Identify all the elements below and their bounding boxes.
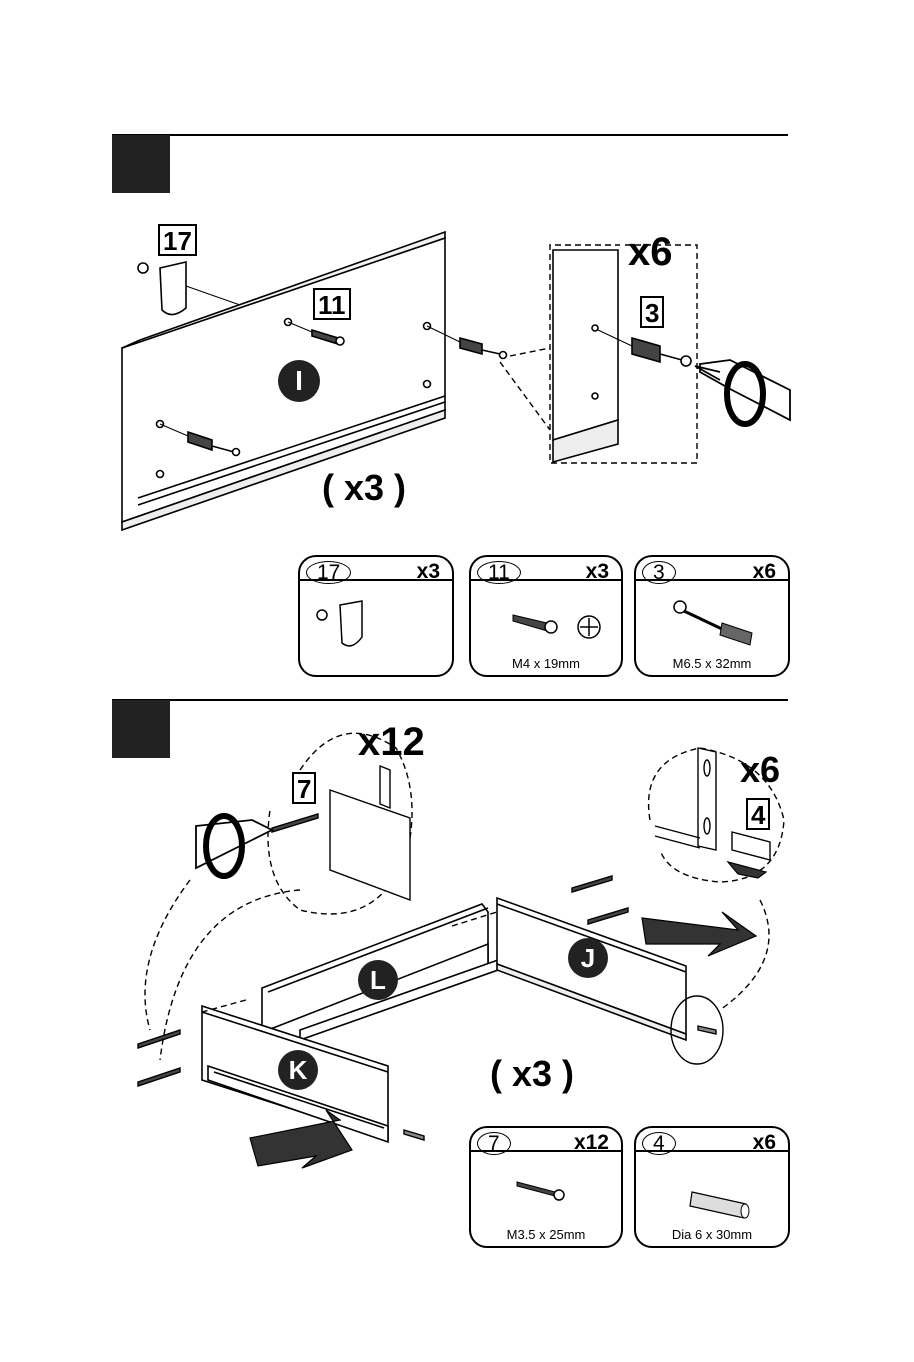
part-number-7: 7 <box>477 1132 511 1155</box>
screw-detail-panel <box>330 766 410 900</box>
panel-letter-l: L <box>358 960 398 1000</box>
detail-multiplier-x6-dowel: x6 <box>740 752 780 788</box>
panel-letter-j-text: J <box>581 943 595 973</box>
screwdriver-step2 <box>196 816 272 876</box>
step2-assembly-count: ( x3 ) <box>490 1056 574 1092</box>
card-divider <box>471 1150 621 1152</box>
dowel-icon <box>686 1182 756 1222</box>
label-screw-7: 7 <box>292 772 316 804</box>
panel-letter-j: J <box>568 938 608 978</box>
panel-letter-l-text: L <box>370 965 386 995</box>
part-spec-4: Dia 6 x 30mm <box>636 1227 788 1242</box>
part-number-4: 4 <box>642 1132 676 1155</box>
callout-lines <box>145 733 784 1060</box>
part-spec-7: M3.5 x 25mm <box>471 1227 621 1242</box>
part-card-7: 7 x12 M3.5 x 25mm <box>469 1126 623 1248</box>
part-card-4: 4 x6 Dia 6 x 30mm <box>634 1126 790 1248</box>
detail-multiplier-x12: x12 <box>358 722 425 762</box>
panel-letter-k-text: K <box>289 1055 308 1085</box>
panel-letter-k: K <box>278 1050 318 1090</box>
card-divider <box>636 1150 788 1152</box>
wood-screw-icon <box>515 1178 575 1208</box>
label-dowel-4: 4 <box>746 798 770 830</box>
